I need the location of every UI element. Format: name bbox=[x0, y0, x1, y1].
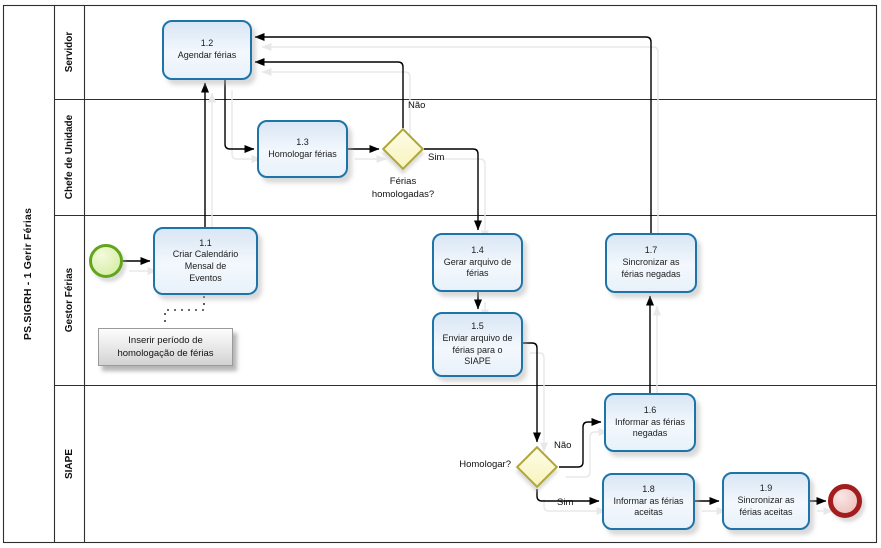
gateway-2-no-label: Não bbox=[554, 440, 572, 451]
task-1-3-id: 1.3 bbox=[296, 137, 309, 148]
start-event[interactable] bbox=[89, 244, 123, 278]
task-1-9-label: Sincronizar as férias aceitas bbox=[737, 495, 795, 517]
task-1-6[interactable]: 1.6 Informar as férias negadas bbox=[604, 393, 696, 452]
flow-gateway-2-nao-to-1-6 bbox=[559, 418, 602, 468]
task-1-7-label: Sincronizar as férias negadas bbox=[621, 257, 681, 279]
task-1-4-label: Gerar arquivo de férias bbox=[443, 256, 512, 279]
task-1-8-id: 1.8 bbox=[642, 483, 655, 494]
task-1-7-id: 1.7 bbox=[644, 245, 658, 256]
annotation-note: Inserir período de homologação de férias bbox=[98, 328, 233, 366]
task-1-2[interactable]: 1.2 Agendar férias bbox=[162, 20, 252, 80]
flow-gateway-1-sim-to-1-4 bbox=[424, 148, 482, 231]
task-1-9[interactable]: 1.9 Sincronizar as férias aceitas bbox=[722, 472, 810, 530]
task-1-1[interactable]: 1.1 Criar Calendário Mensal de Eventos bbox=[153, 227, 258, 295]
task-1-3[interactable]: 1.3 Homologar férias bbox=[257, 120, 348, 178]
task-1-2-label: Agendar férias bbox=[177, 50, 237, 60]
gateway-1-yes-label: Sim bbox=[428, 152, 445, 163]
lane-label-servidor: Servidor bbox=[63, 31, 75, 73]
lane-label-siape: SIAPE bbox=[63, 449, 75, 480]
task-1-9-id: 1.9 bbox=[759, 483, 773, 494]
end-event[interactable] bbox=[828, 484, 862, 518]
gateway-2-yes-label: Sim bbox=[557, 497, 574, 508]
gateway-2-question: Homologar? bbox=[459, 459, 511, 470]
pool-frame bbox=[2, 4, 878, 544]
gateway-1-question: Férias homologadas? bbox=[371, 176, 435, 200]
association-1-1-to-annotation bbox=[164, 296, 205, 326]
task-1-6-label: Informar as férias negadas bbox=[614, 416, 686, 439]
task-1-4[interactable]: 1.4 Gerar arquivo de férias bbox=[432, 233, 523, 292]
lane-label-chefe-de-unidade: Chefe de Unidade bbox=[63, 114, 75, 200]
gateway-1-no-label: Não bbox=[408, 100, 426, 111]
task-1-7[interactable]: 1.7 Sincronizar as férias negadas bbox=[605, 233, 697, 293]
task-1-1-id: 1.1 bbox=[199, 237, 212, 248]
task-1-6-id: 1.6 bbox=[643, 404, 657, 415]
task-1-8[interactable]: 1.8 Informar as férias aceitas bbox=[602, 473, 695, 530]
task-1-5-label: Enviar arquivo de férias para o SIAPE bbox=[442, 332, 513, 367]
task-1-5[interactable]: 1.5 Enviar arquivo de férias para o SIAP… bbox=[432, 312, 523, 377]
task-1-2-id: 1.2 bbox=[200, 38, 214, 49]
flow-gateway-1-nao-to-1-2 bbox=[254, 58, 404, 128]
pool-border bbox=[2, 4, 878, 544]
task-1-1-label: Criar Calendário Mensal de Eventos bbox=[172, 249, 239, 283]
flow-1-2-to-1-3 bbox=[224, 80, 255, 153]
flow-1-5-to-gateway-2 bbox=[523, 342, 541, 443]
flow-1-7-to-1-2 bbox=[254, 33, 652, 233]
task-1-4-id: 1.4 bbox=[471, 244, 484, 255]
lane-label-gestor-ferias: Gestor Férias bbox=[63, 267, 75, 333]
task-1-8-label: Informar as férias aceitas bbox=[613, 495, 684, 518]
task-1-3-label: Homologar férias bbox=[268, 149, 337, 159]
pool-label: PS.SIGRH - 1 Gerir Férias bbox=[22, 207, 34, 341]
task-1-5-id: 1.5 bbox=[471, 321, 484, 332]
flow-gateway-2-sim-to-1-8 bbox=[536, 489, 600, 505]
flow-shadows bbox=[129, 43, 834, 515]
